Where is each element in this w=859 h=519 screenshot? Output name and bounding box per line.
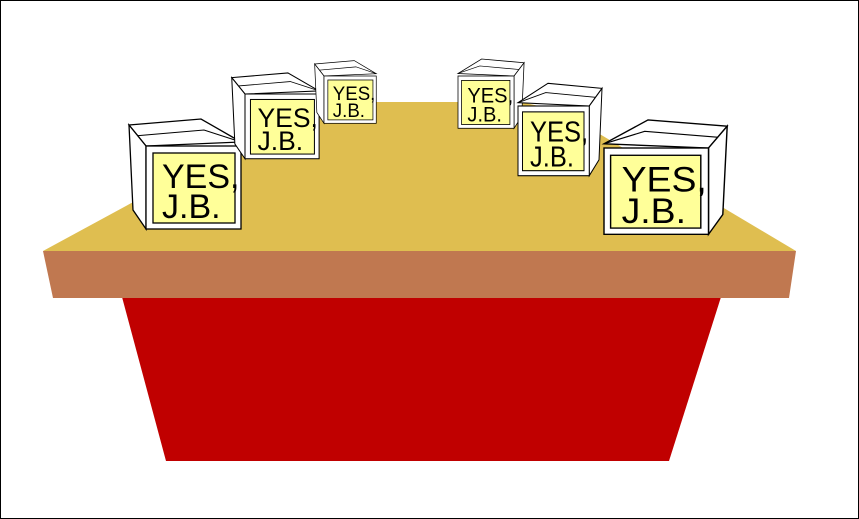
monitor-screen-text: YES,	[622, 160, 707, 200]
monitor: YES,J.B.	[603, 119, 728, 236]
monitor: YES,J.B.	[517, 82, 603, 177]
monitor-screen-text: J.B.	[530, 140, 574, 173]
monitor-screen-text: YES,	[162, 158, 239, 196]
monitor: YES,J.B.	[314, 60, 377, 124]
table-edge	[43, 251, 796, 298]
monitor-screen-text: J.B.	[162, 188, 221, 226]
monitor-screen-text: J.B.	[257, 126, 303, 156]
monitor-screen-text: YES,	[530, 115, 588, 148]
monitor: YES,J.B.	[457, 58, 525, 129]
monitor: YES,J.B.	[231, 72, 320, 160]
monitor-screen-text: YES,	[467, 84, 513, 108]
monitor-screen-text: YES,	[333, 84, 376, 105]
monitor-screen-text: J.B.	[622, 191, 686, 231]
monitor-screen-text: J.B.	[467, 103, 502, 127]
table-base	[122, 297, 721, 461]
monitor-screen-text: J.B.	[333, 101, 365, 122]
monitor: YES,J.B.	[128, 118, 242, 230]
monitor-screen-text: YES,	[257, 103, 317, 133]
